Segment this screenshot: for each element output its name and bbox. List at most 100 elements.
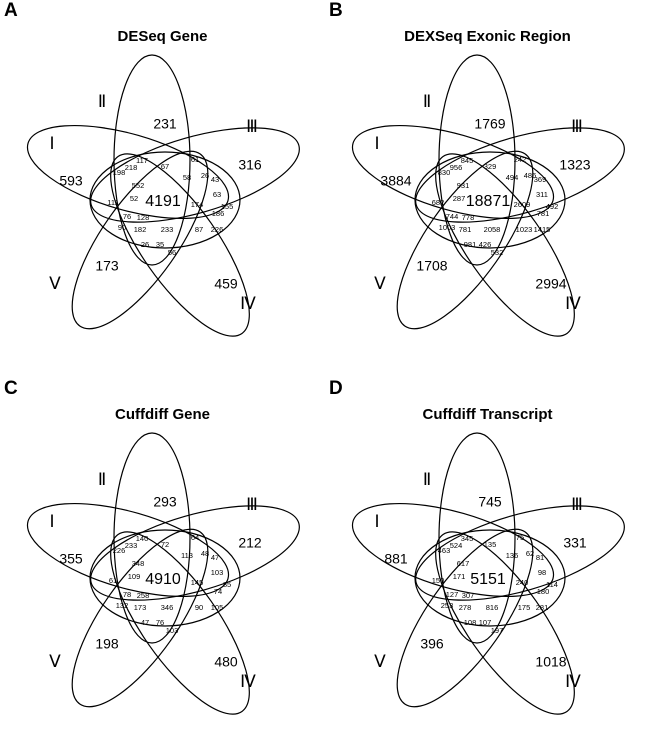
region-count: 62 [526, 549, 534, 558]
set-v-ellipse [71, 150, 209, 330]
region-count: 98 [538, 568, 546, 577]
region-count: 103 [211, 568, 224, 577]
region-count: 552 [132, 181, 145, 190]
region-count: 816 [486, 603, 499, 612]
venn-diagram: ⅠⅡⅢⅣⅤ88174533110183965151345135754635246… [351, 432, 625, 715]
core-ellipse [89, 151, 241, 249]
region-count: 524 [450, 541, 463, 550]
region-count: 173 [134, 603, 147, 612]
region-count: 174 [191, 200, 204, 209]
region-count: 56 [168, 248, 176, 257]
panel-title: DESeq Gene [117, 28, 208, 45]
unique-count-ii: 231 [153, 116, 177, 132]
region-count: 155 [221, 202, 234, 211]
set-iii-ellipse [90, 127, 300, 223]
venn-diagram: ⅠⅡⅢⅣⅤ35529321248019849101407264226233348… [26, 432, 300, 715]
set-label-ii: Ⅱ [423, 470, 431, 489]
region-count: 258 [137, 591, 150, 600]
region-count: 307 [462, 591, 475, 600]
set-iii-ellipse [90, 505, 300, 601]
panel-letter: C [4, 378, 18, 399]
region-count: 78 [123, 590, 131, 599]
region-count: 103 [166, 626, 179, 635]
region-count: 240 [516, 578, 529, 587]
region-count: 233 [161, 225, 174, 234]
venn-diagram: ⅠⅡⅢⅣⅤ59323131645917341911176761198218552… [26, 54, 300, 337]
region-count: 76 [156, 618, 164, 627]
set-label-iv: Ⅳ [565, 672, 581, 691]
region-count: 67 [161, 162, 169, 171]
region-count: 145 [191, 578, 204, 587]
unique-count-iii: 316 [238, 157, 262, 173]
unique-count-v: 198 [95, 636, 119, 652]
region-count: 494 [506, 173, 519, 182]
region-count: 253 [441, 601, 454, 610]
region-count: 198 [113, 168, 126, 177]
region-count: 64 [191, 533, 199, 542]
panel-title: Cuffdiff Transcript [422, 406, 553, 423]
region-count: 532 [491, 248, 504, 257]
set-ii-ellipse [438, 432, 516, 644]
unique-count-iv: 2994 [535, 276, 566, 292]
region-count: 43 [211, 175, 219, 184]
region-count: 845 [461, 156, 474, 165]
core-ellipse [414, 529, 566, 627]
unique-count-iii: 212 [238, 535, 262, 551]
set-iv-ellipse [110, 153, 250, 337]
set-iii-ellipse [415, 505, 625, 601]
region-count: 182 [134, 225, 147, 234]
unique-count-iv: 459 [214, 276, 238, 292]
region-count: 26 [141, 240, 149, 249]
set-v-ellipse [396, 150, 534, 330]
region-count: 26 [201, 171, 209, 180]
region-count: 117 [136, 156, 148, 165]
set-label-i: Ⅰ [374, 134, 379, 153]
region-count: 186 [212, 209, 225, 218]
region-count: 1415 [534, 225, 551, 234]
unique-count-i: 355 [59, 551, 83, 567]
intersection-all-count: 5151 [470, 571, 506, 588]
region-count: 981 [464, 240, 477, 249]
region-count: 281 [536, 603, 549, 612]
region-count: 242 [514, 155, 527, 164]
set-label-iii: Ⅲ [246, 117, 258, 136]
region-count: 617 [457, 559, 470, 568]
region-count: 74 [214, 587, 222, 596]
region-count: 2609 [514, 200, 531, 209]
region-count: 2058 [484, 225, 501, 234]
region-count: 75 [516, 533, 524, 542]
region-count: 140 [136, 534, 149, 543]
region-count: 132 [116, 601, 129, 610]
intersection-all-count: 4191 [145, 193, 181, 210]
region-count: 61 [191, 155, 199, 164]
region-count: 931 [457, 181, 470, 190]
region-count: 486 [524, 171, 537, 180]
region-count: 1023 [516, 225, 533, 234]
set-ii-ellipse [113, 54, 191, 266]
set-label-v: Ⅴ [49, 274, 61, 293]
unique-count-v: 396 [420, 636, 444, 652]
set-label-iv: Ⅳ [240, 672, 256, 691]
region-count: 114 [546, 580, 558, 589]
set-v-ellipse [396, 528, 534, 708]
region-count: 87 [195, 225, 203, 234]
unique-count-i: 593 [59, 173, 83, 189]
panel-title: DEXSeq Exonic Region [404, 28, 571, 45]
region-count: 682 [432, 198, 445, 207]
region-count: 278 [459, 603, 472, 612]
region-count: 311 [536, 190, 548, 199]
region-count: 128 [137, 213, 150, 222]
region-count: 136 [506, 551, 519, 560]
region-count: 956 [450, 163, 463, 172]
region-count: 48 [201, 549, 209, 558]
venn-diagram: ⅠⅡⅢⅣⅤ38841769132329941708188718453292428… [351, 54, 625, 337]
unique-count-ii: 293 [153, 494, 177, 510]
region-count: 90 [118, 223, 126, 232]
region-count: 150 [432, 576, 445, 585]
region-count: 61 [109, 576, 117, 585]
region-count: 105 [211, 603, 224, 612]
core-ellipse [89, 529, 241, 627]
set-label-i: Ⅰ [374, 512, 379, 531]
